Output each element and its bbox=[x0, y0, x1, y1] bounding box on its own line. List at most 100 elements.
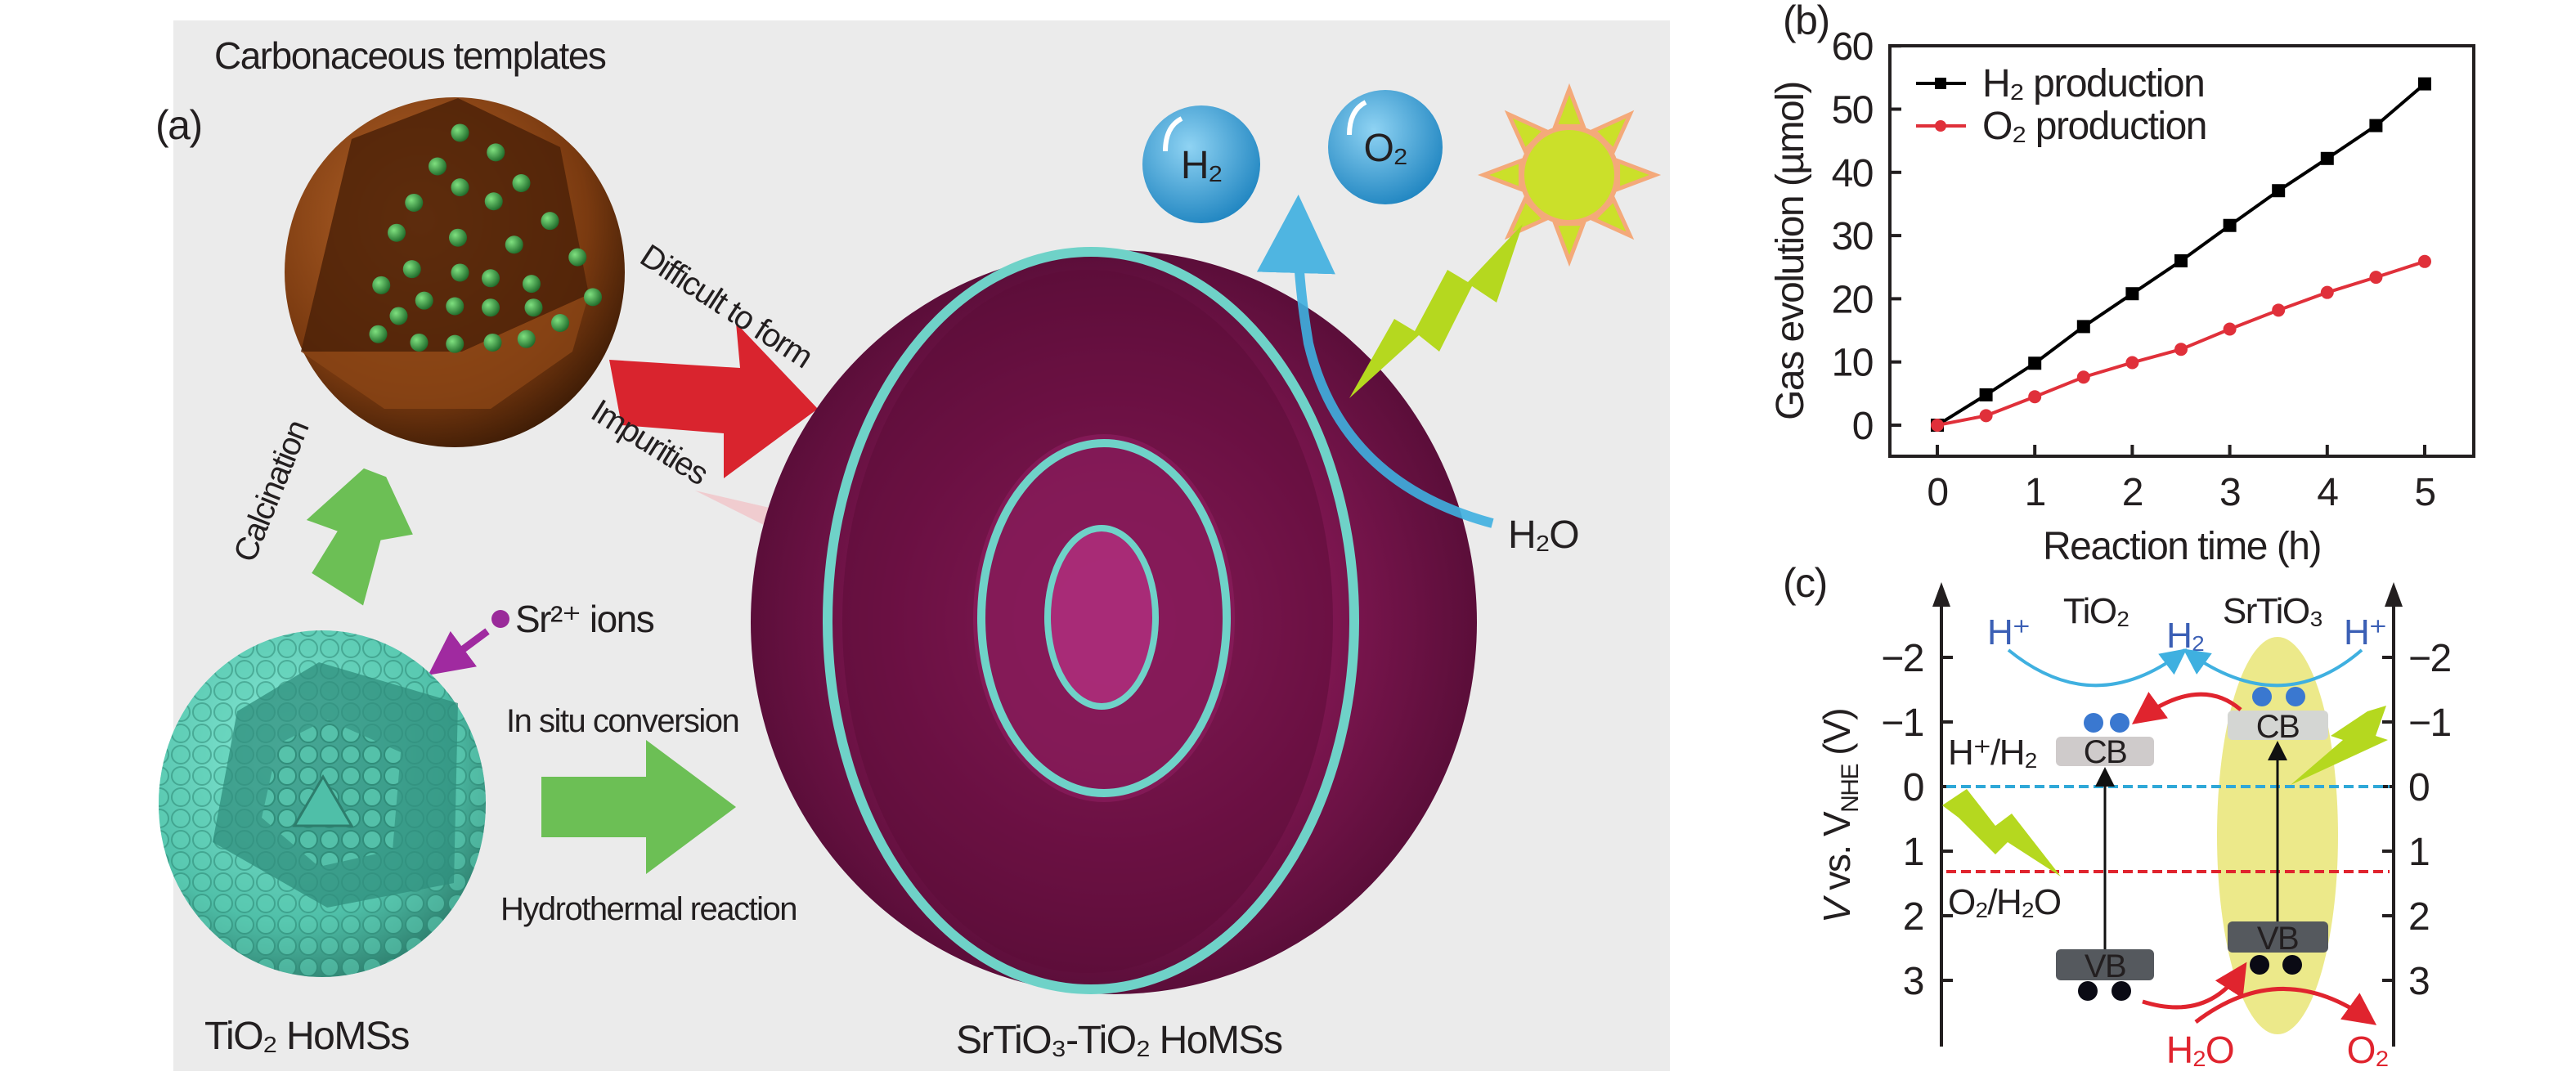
data-point bbox=[2223, 218, 2237, 232]
right-tick-label: 1 bbox=[2408, 831, 2429, 874]
h-plus-left-label: H⁺ bbox=[1987, 612, 2030, 652]
tio2-vb-label: VB bbox=[2085, 948, 2125, 984]
data-point bbox=[2418, 254, 2431, 268]
left-tick-label: 2 bbox=[1903, 895, 1923, 939]
y-tick-label: 60 bbox=[1832, 25, 1873, 69]
red-arrow bbox=[609, 323, 818, 478]
nanoparticle bbox=[372, 276, 391, 294]
legend: H₂ production O₂ production bbox=[1916, 62, 2207, 148]
inner-shell-ring bbox=[1044, 525, 1159, 710]
axis-label-v: V bbox=[1815, 894, 1858, 923]
data-point bbox=[2174, 254, 2188, 268]
o2-product-label: O₂ bbox=[2347, 1029, 2389, 1071]
nanoparticle bbox=[446, 334, 464, 353]
nanoparticle bbox=[482, 269, 500, 288]
x-tick-label: 2 bbox=[2122, 471, 2143, 514]
data-point bbox=[1931, 419, 1944, 432]
conversion-arrow bbox=[541, 740, 736, 874]
right-tick-label: −1 bbox=[2408, 702, 2451, 745]
nanoparticle bbox=[505, 235, 523, 254]
left-tick-label: 1 bbox=[1903, 831, 1923, 874]
o2-h2o-label: O₂/H₂O bbox=[1948, 882, 2061, 922]
left-tick-label: 0 bbox=[1903, 766, 1923, 809]
srtio3-cb-band bbox=[2228, 711, 2328, 740]
hydrothermal-reaction-label: Hydrothermal reaction bbox=[500, 891, 797, 927]
srtio3-vb-label: VB bbox=[2257, 921, 2298, 957]
axis-label-unit: (V) bbox=[1815, 709, 1858, 764]
srtio3-tio2-homs-sphere bbox=[751, 247, 1477, 994]
sr-ion-arrow bbox=[428, 628, 490, 675]
nanoparticle bbox=[389, 307, 408, 325]
tio2-homs-caption: TiO₂ HoMSs bbox=[204, 1015, 409, 1058]
sr-ions-label: Sr²⁺ ions bbox=[515, 598, 654, 640]
water-oxidation-arrow bbox=[2194, 987, 2377, 1025]
nanoparticle bbox=[405, 193, 424, 212]
lightning-icon bbox=[1349, 224, 1523, 398]
data-point bbox=[2223, 322, 2237, 336]
panel-b-chart: (b) Gas evolution (µmol) Reaction time (… bbox=[1769, 0, 2475, 568]
y-tick-label: 10 bbox=[1832, 342, 1873, 385]
lightning-icon-left bbox=[1942, 789, 2061, 876]
nanoparticle bbox=[551, 314, 569, 333]
panel-c-label: (c) bbox=[1783, 560, 1827, 606]
nanoparticle bbox=[512, 174, 531, 193]
potential-axis-label: V vs. VNHE (V) bbox=[1815, 709, 1864, 923]
data-point bbox=[1979, 388, 1993, 401]
plot-frame bbox=[1888, 44, 2475, 458]
x-tick-label: 0 bbox=[1927, 471, 1947, 514]
series-h2 bbox=[1931, 77, 2431, 432]
tio2-cb-label: CB bbox=[2084, 734, 2127, 770]
axis-label-nhe: NHE bbox=[1837, 764, 1864, 813]
right-axis-arrow-icon bbox=[2385, 582, 2403, 607]
calcination-arrow bbox=[306, 468, 413, 606]
nanoparticle bbox=[410, 333, 429, 352]
data-point bbox=[2369, 119, 2383, 132]
lightning-icon-right bbox=[2291, 706, 2388, 785]
sun-icon bbox=[1477, 83, 1662, 267]
nanoparticle bbox=[451, 178, 469, 197]
carbonaceous-templates-title: Carbonaceous templates bbox=[214, 34, 606, 77]
data-point bbox=[2028, 356, 2042, 370]
green-nanoparticles bbox=[369, 123, 602, 353]
outer-shell-ring bbox=[823, 247, 1359, 994]
legend-o2-marker bbox=[1935, 120, 1946, 132]
middle-shell-ring bbox=[977, 439, 1231, 797]
panel-a-label: (a) bbox=[155, 102, 202, 148]
legend-h2-marker bbox=[1935, 78, 1946, 89]
data-point bbox=[2320, 151, 2334, 165]
h2o-reactant-label: H₂O bbox=[2166, 1029, 2233, 1071]
data-point bbox=[2076, 320, 2090, 334]
nanoparticle bbox=[415, 291, 433, 310]
x-tick-label: 5 bbox=[2414, 471, 2435, 514]
nanoparticle bbox=[369, 325, 388, 343]
nanoparticle bbox=[402, 260, 421, 279]
tio2-vb-band bbox=[2056, 949, 2154, 980]
right-tick-label: 2 bbox=[2408, 895, 2429, 939]
y-axis-label: Gas evolution (µmol) bbox=[1769, 82, 1812, 420]
nanoparticle bbox=[446, 297, 464, 316]
legend-o2-label: O₂ production bbox=[1982, 105, 2206, 148]
tio2-label: TiO₂ bbox=[2063, 591, 2129, 631]
y-tick-label: 40 bbox=[1832, 152, 1873, 195]
x-tick-label: 4 bbox=[2317, 471, 2338, 514]
h-reduction-arc-right bbox=[2183, 648, 2363, 688]
nanoparticle bbox=[484, 192, 503, 211]
o2-bubble: O₂ bbox=[1328, 90, 1443, 204]
o2-bubble-label: O₂ bbox=[1364, 127, 1407, 170]
y-tick-label: 30 bbox=[1832, 215, 1873, 258]
electron-transfer-arrow bbox=[2131, 692, 2242, 724]
h2-bubble-label: H₂ bbox=[1181, 144, 1222, 187]
nanoparticle bbox=[584, 288, 602, 307]
hole-transfer-arrow bbox=[2142, 962, 2247, 1010]
nanoparticle bbox=[388, 223, 406, 242]
data-point bbox=[1979, 409, 1993, 423]
left-tick-label: 3 bbox=[1903, 960, 1923, 1003]
srtio3-cb-label: CB bbox=[2256, 709, 2300, 745]
nanoparticle bbox=[517, 330, 536, 348]
tio2-cb-band bbox=[2056, 737, 2154, 766]
left-tick-label: −1 bbox=[1881, 702, 1923, 745]
h-reduction-arc-left bbox=[2007, 648, 2188, 688]
axis-label-vs: vs. V bbox=[1815, 811, 1858, 899]
left-tick-label: −2 bbox=[1881, 637, 1923, 680]
data-point bbox=[2369, 271, 2383, 285]
